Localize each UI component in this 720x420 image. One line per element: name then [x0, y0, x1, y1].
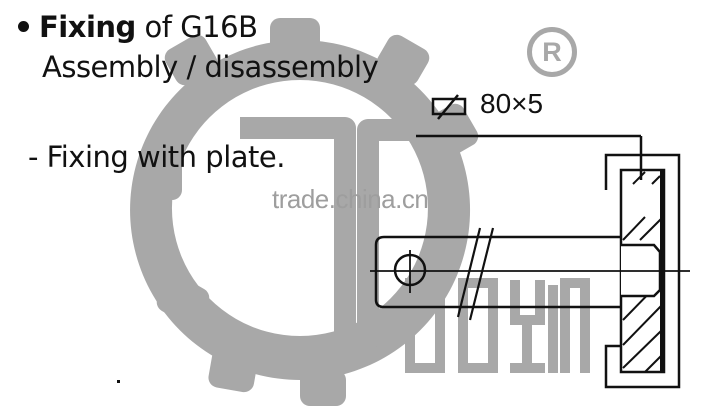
heading-bold-word: Fixing — [39, 10, 136, 44]
bullet-icon — [18, 20, 29, 32]
flat-bar-section-icon — [431, 94, 467, 120]
brand-letters — [405, 278, 590, 373]
dimension-label: 80×5 — [480, 88, 544, 119]
watermark-site-text: trade.china.cn — [272, 184, 429, 214]
heading-line2: Assembly / disassembly — [42, 50, 379, 84]
subtitle: - Fixing with plate. — [28, 140, 285, 174]
heading-rest: of G16B — [135, 10, 258, 44]
registered-trademark-icon: R — [527, 27, 577, 77]
heading-line1: Fixing of G16B — [18, 10, 258, 44]
